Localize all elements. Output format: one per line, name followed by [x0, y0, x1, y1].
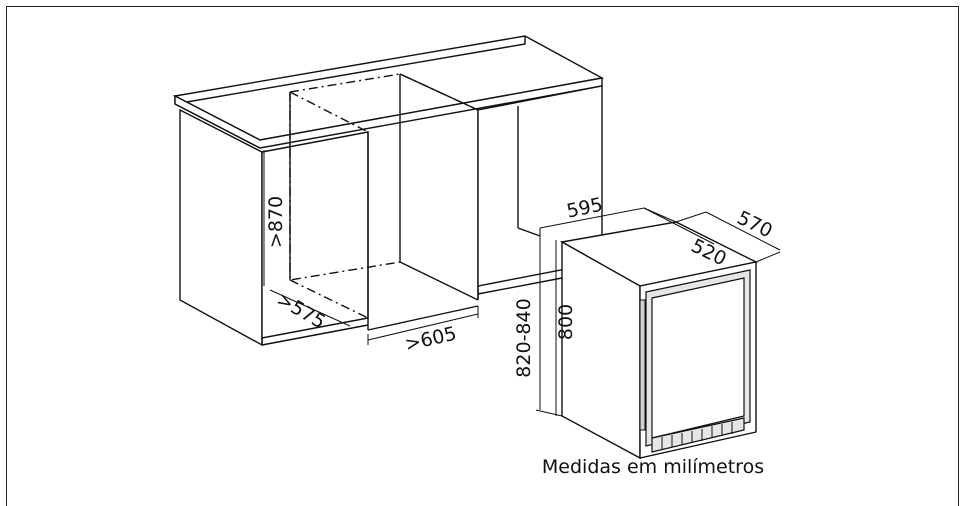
appliance-height-range-label: 820-840 — [513, 298, 535, 377]
countertop-edge — [174, 77, 603, 149]
appliance-height-label: 800 — [555, 304, 577, 340]
left-cabinet-side — [179, 108, 263, 347]
units-caption: Medidas em milímetros — [541, 456, 765, 478]
niche-height-label: >870 — [265, 196, 287, 248]
cabinet-unit: >870 >575 >605 — [172, 35, 605, 356]
diagram-frame — [6, 6, 959, 506]
appliance-door-glass — [651, 277, 745, 439]
vent-slots — [661, 422, 733, 449]
niche-width-label: >605 — [403, 323, 459, 356]
appliance-unit: 595 570 520 820-840 800 — [513, 194, 781, 460]
door-handle — [639, 299, 646, 431]
vent-grille — [651, 417, 745, 453]
